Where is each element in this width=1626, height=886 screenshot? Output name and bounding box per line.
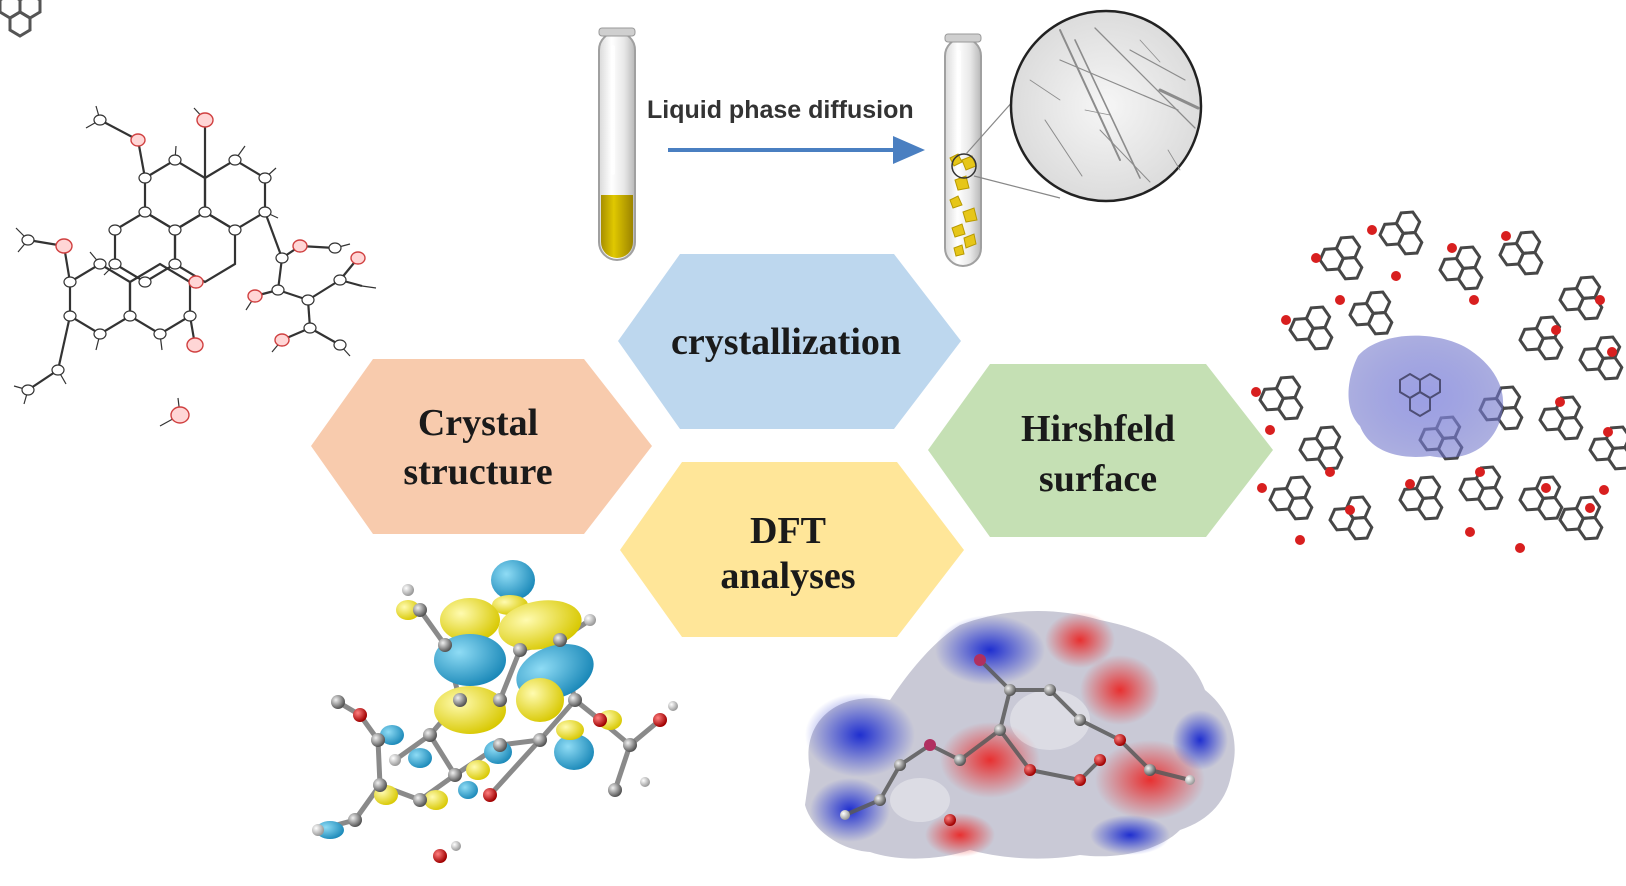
test-tube-crystals (944, 33, 982, 267)
hex-crystal-structure-line2: structure (403, 451, 552, 493)
hex-crystal-structure: Crystal structure (311, 359, 652, 534)
hirshfeld-surface-blob (1348, 335, 1504, 458)
test-tube-solution (598, 27, 636, 261)
hex-dft-line2: analyses (720, 555, 855, 597)
hex-crystal-structure-line1: Crystal (418, 402, 538, 444)
crystal-magnifier (965, 9, 1203, 203)
esp-surface (805, 610, 1235, 859)
diffusion-label: Liquid phase diffusion (647, 96, 914, 124)
ortep-structure (13, 105, 377, 427)
hexagon-workflow: crystallization Crystal structure Hirshf… (311, 254, 1273, 637)
hex-dft-line1: DFT (750, 510, 826, 552)
hex-hirshfeld-line2: surface (1039, 458, 1157, 500)
hex-hirshfeld: Hirshfeld surface (928, 364, 1273, 537)
hex-dft: DFT analyses (620, 462, 964, 637)
dft-orbital-molecule (312, 560, 678, 863)
hex-hirshfeld-line1: Hirshfeld (1021, 408, 1175, 450)
diffusion-panel: Liquid phase diffusion (598, 9, 1203, 267)
diffusion-arrow (668, 136, 925, 164)
hex-crystallization-label: crystallization (671, 321, 901, 363)
crystal-packing (0, 0, 1626, 553)
hex-crystallization: crystallization (618, 254, 961, 429)
